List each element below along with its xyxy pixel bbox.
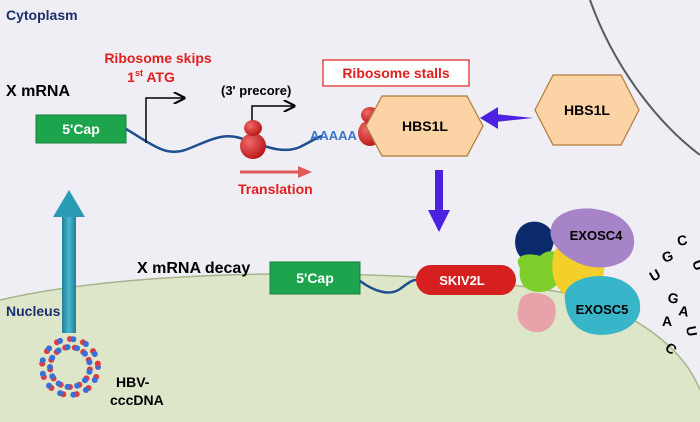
cccdna-label-line2: cccDNA [110,392,164,408]
dna-strand-dot [70,391,77,398]
mrna-strand [125,127,323,154]
decay-mrna-strand [359,278,417,294]
dna-strand-dot [86,368,93,375]
cccdna-ring [39,336,101,398]
dna-strand-dot [81,350,88,357]
export-up-arrow [53,190,85,333]
dna-strand-dot [74,345,81,352]
rna-letter: A [662,313,672,329]
dna-strand-dot [94,360,101,367]
dna-strand-dot [74,382,81,389]
x-mrna-title: X mRNA [6,83,70,100]
hbs1l-free-hexagon [534,74,640,146]
cap-box-decay [269,261,361,295]
dna-strand-dot [81,377,88,384]
skiv2l-label: SKIV2L [439,273,485,288]
exosome-complex [515,208,641,335]
dna-strand-dot [57,390,64,397]
translating-ribosome [240,120,266,159]
cytoplasm-label: Cytoplasm [6,7,78,23]
rna-letter: C [676,231,689,249]
dna-strand-dot [91,377,98,384]
translation-label: Translation [238,181,313,197]
rna-letter: U [683,325,700,338]
ribosome-stalls-label: Ribosome stalls [342,65,450,81]
cell-membrane-curve [589,0,700,156]
hbs1l-bound-label: HBS1L [402,118,448,134]
decay-down-arrow [428,170,450,232]
dna-strand-dot [57,337,64,344]
exosc5-label: EXOSC5 [576,302,629,317]
dna-strand-dot [82,340,89,347]
ribosome-skips-label: Ribosome skips [104,50,212,66]
dna-strand-dot [39,357,46,364]
cap-label-top: 5'Cap [62,121,100,137]
rna-letter: U [689,258,700,273]
dna-strand-dot [39,370,46,377]
dna-strand-dot [55,347,62,354]
dna-strand-dot [49,354,56,361]
dna-strand-dot [49,373,56,380]
first-atg-label: 1st ATG [127,68,175,85]
dna-strand-dot [82,387,89,394]
hbs1l-free-label: HBS1L [564,102,610,118]
translation-arrow [240,166,312,178]
start-site-arrow [145,98,184,143]
dna-strand-dot [70,336,77,343]
polya-tail: AAAAA [310,128,358,143]
cccdna-label-line1: HBV- [116,374,150,390]
x-mrna-decay-title: X mRNA decay [137,260,250,277]
hbs1l-bound-hexagon [365,95,484,157]
rna-letter: G [660,247,676,266]
rna-letter: A [677,302,690,320]
dna-strand-dot [47,364,53,370]
precore-label: (3' precore) [221,83,291,98]
ribosome-stalls-box [322,59,470,87]
cap-label-decay: 5'Cap [296,270,334,286]
rna-letter: G [666,289,680,307]
exosc4-label: EXOSC4 [570,228,624,243]
dna-strand-dot [55,380,62,387]
dna-strand-dot [86,359,93,366]
dna-strand-dot [91,350,98,357]
skiv2l-protein [416,265,516,295]
hbs1l-recruit-arrow [480,107,533,129]
dna-strand-dot [46,345,53,352]
dna-strand-dot [64,344,71,351]
nucleus-label: Nucleus [6,303,61,319]
dna-strand-dot [46,382,53,389]
dna-strand-dot [64,383,71,390]
